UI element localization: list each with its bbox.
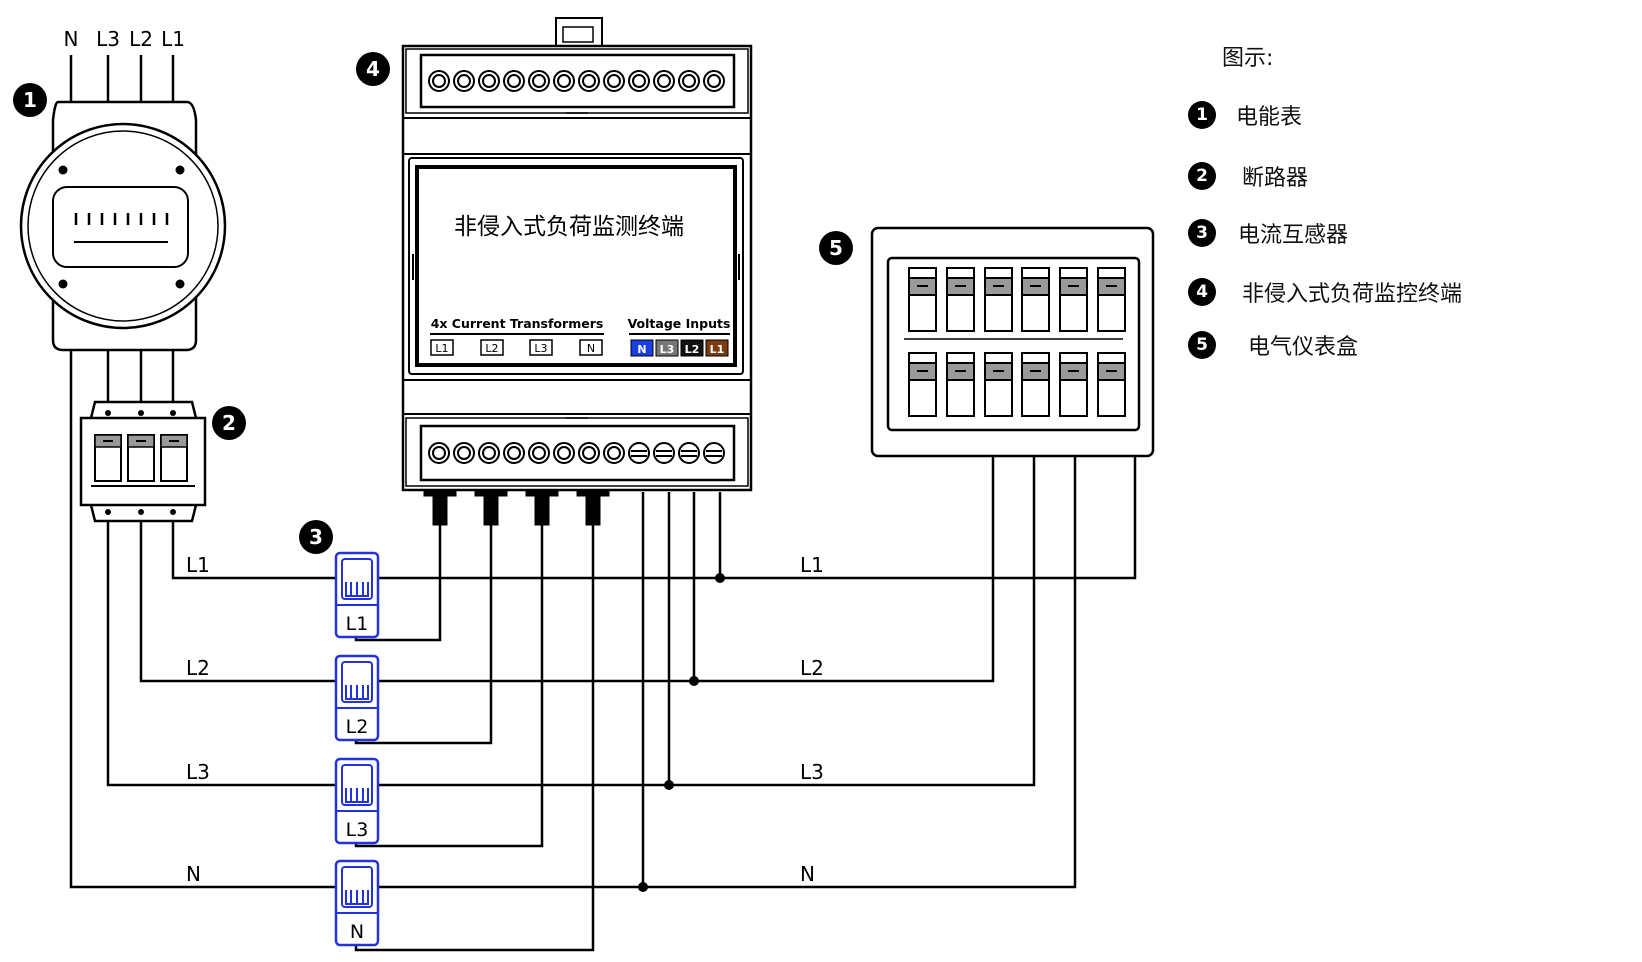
legend-number-badge: 5 bbox=[1188, 331, 1216, 359]
legend-label: 断路器 bbox=[1242, 166, 1309, 191]
feed-label-l1-left: L1 bbox=[186, 553, 210, 577]
svg-text:L1: L1 bbox=[710, 343, 725, 356]
callout-3: 3 bbox=[299, 520, 333, 554]
panel-breaker-bottom-row bbox=[908, 352, 1126, 417]
wire-l2 bbox=[139, 456, 995, 683]
meter-scale bbox=[74, 213, 169, 243]
callout-3-number: 3 bbox=[309, 525, 323, 549]
svg-text:L2: L2 bbox=[485, 342, 498, 355]
supply-label-l2: L2 bbox=[129, 27, 153, 51]
feed-label-n-right: N bbox=[800, 862, 815, 886]
voltage-port-l1: L1 bbox=[705, 339, 729, 357]
callout-4-number: 4 bbox=[366, 57, 380, 81]
legend-item-energy-meter: 1 电能表 bbox=[1188, 100, 1302, 130]
meter-screw bbox=[175, 165, 185, 175]
feed-label-n-left: N bbox=[186, 862, 201, 886]
svg-text:L3: L3 bbox=[660, 343, 675, 356]
legend-number-badge: 2 bbox=[1188, 162, 1216, 190]
ct-port-n: N bbox=[579, 339, 603, 356]
ct-label-l1: L1 bbox=[346, 613, 369, 635]
legend-label: 电能表 bbox=[1236, 105, 1303, 130]
current-transformer-l2: L2 bbox=[334, 654, 380, 742]
energy-meter bbox=[19, 100, 227, 352]
legend-label: 电流互感器 bbox=[1238, 223, 1349, 248]
callout-5: 5 bbox=[819, 231, 853, 265]
meter-screw bbox=[58, 165, 68, 175]
monitoring-terminal bbox=[401, 17, 753, 526]
legend-label: 非侵入式负荷监控终端 bbox=[1242, 282, 1463, 307]
ct-port-l3: L3 bbox=[529, 339, 553, 356]
voltage-port-l3: L3 bbox=[655, 339, 679, 357]
meter-screw bbox=[175, 279, 185, 289]
svg-text:N: N bbox=[587, 342, 595, 355]
supply-label-l1: L1 bbox=[161, 27, 185, 51]
voltage-tap-wires bbox=[641, 492, 722, 887]
voltage-port-l2: L2 bbox=[680, 339, 704, 357]
legend-number-badge: 1 bbox=[1188, 101, 1216, 129]
ct-port-l2: L2 bbox=[480, 339, 504, 356]
current-transformer-l1: L1 bbox=[334, 551, 380, 639]
ct-plug-connectors bbox=[423, 489, 610, 526]
supply-label-l3: L3 bbox=[96, 27, 120, 51]
ct-label-l2: L2 bbox=[346, 716, 369, 738]
callout-2-number: 2 bbox=[222, 411, 236, 435]
breaker-pole bbox=[94, 434, 122, 482]
voltage-inputs-header: Voltage Inputs bbox=[628, 316, 731, 331]
wire-l1 bbox=[171, 456, 1137, 580]
legend-item-meter-box: 5 电气仪表盒 bbox=[1188, 330, 1358, 360]
bottom-terminal-screws bbox=[428, 442, 725, 464]
callout-5-number: 5 bbox=[829, 236, 843, 260]
legend-title: 图示: bbox=[1222, 46, 1274, 71]
wire-l3 bbox=[106, 456, 1036, 787]
feed-label-l3-left: L3 bbox=[186, 760, 210, 784]
supply-label-n: N bbox=[64, 27, 79, 51]
legend-number-badge: 3 bbox=[1188, 219, 1216, 247]
callout-1-number: 1 bbox=[23, 88, 37, 112]
voltage-port-n: N bbox=[630, 339, 654, 357]
breaker-pole bbox=[160, 434, 188, 482]
svg-text:L2: L2 bbox=[685, 343, 700, 356]
feed-label-l3-right: L3 bbox=[800, 760, 824, 784]
legend-item-breaker: 2 断路器 bbox=[1188, 161, 1308, 191]
callout-4: 4 bbox=[356, 52, 390, 86]
meter-to-breaker-wires bbox=[106, 350, 175, 402]
ct-port-l1: L1 bbox=[430, 339, 454, 356]
junction-dots bbox=[638, 573, 725, 892]
ct-secondary-wires bbox=[354, 525, 595, 952]
svg-text:L1: L1 bbox=[435, 342, 448, 355]
ct-label-n: N bbox=[350, 921, 364, 943]
ct-inputs-header: 4x Current Transformers bbox=[431, 316, 604, 331]
legend-item-current-transformer: 3 电流互感器 bbox=[1188, 218, 1348, 248]
svg-text:L3: L3 bbox=[534, 342, 547, 355]
meter-screw bbox=[58, 279, 68, 289]
current-transformer-n: N bbox=[334, 859, 380, 947]
meter-panel-box bbox=[870, 226, 1155, 458]
panel-breaker-top-row bbox=[908, 267, 1126, 332]
legend-number-badge: 4 bbox=[1188, 278, 1216, 306]
terminal-title: 非侵入式负荷监测终端 bbox=[454, 214, 684, 240]
wire-n bbox=[69, 350, 1077, 889]
svg-text:N: N bbox=[637, 343, 646, 356]
top-terminal-screws bbox=[428, 70, 725, 92]
legend-item-monitoring-terminal: 4 非侵入式负荷监控终端 bbox=[1188, 277, 1462, 307]
feed-wires bbox=[69, 350, 1137, 889]
feed-label-l1-right: L1 bbox=[800, 553, 824, 577]
ct-label-l3: L3 bbox=[346, 819, 369, 841]
supply-wires bbox=[69, 55, 175, 102]
circuit-breaker bbox=[79, 400, 207, 523]
callout-1: 1 bbox=[13, 83, 47, 117]
meter-display bbox=[52, 186, 189, 268]
feed-label-l2-right: L2 bbox=[800, 656, 824, 680]
legend-label: 电气仪表盒 bbox=[1248, 335, 1359, 360]
feed-label-l2-left: L2 bbox=[186, 656, 210, 680]
callout-2: 2 bbox=[212, 406, 246, 440]
breaker-pole bbox=[127, 434, 155, 482]
current-transformer-l3: L3 bbox=[334, 757, 380, 845]
